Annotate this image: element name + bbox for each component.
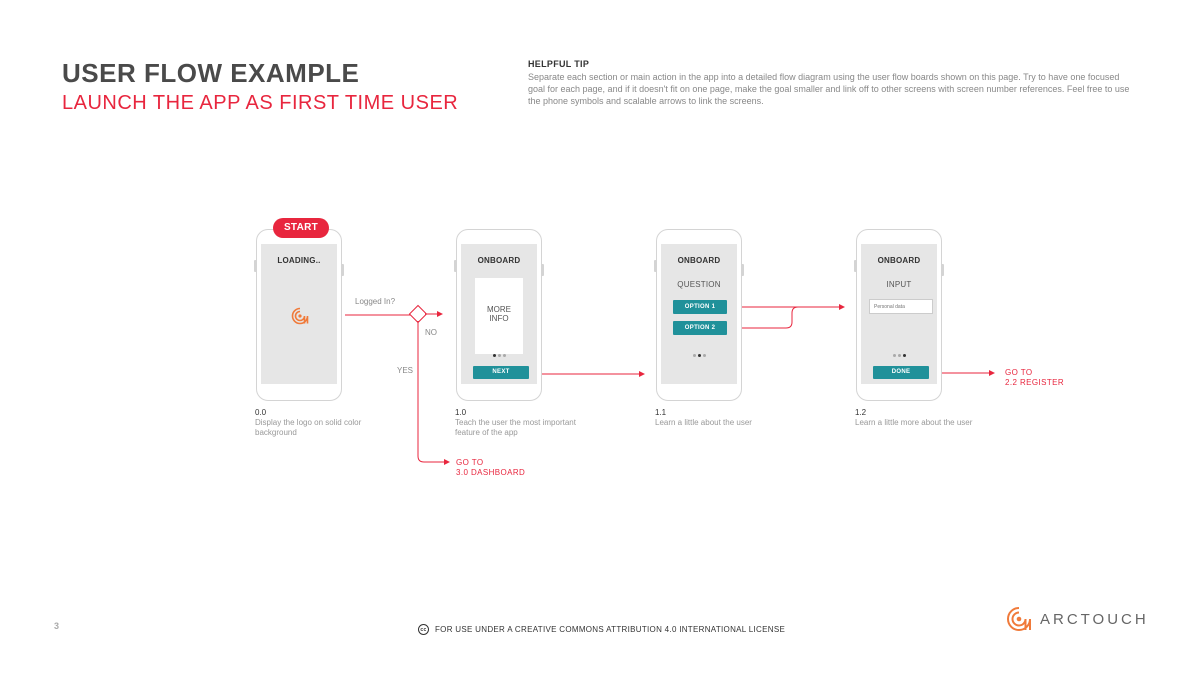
screen-number: 1.2 xyxy=(855,408,867,417)
connector-option-2 xyxy=(718,306,799,329)
decision-label: Logged In? xyxy=(355,297,396,306)
arctouch-logo-icon xyxy=(1007,607,1031,631)
no-label: NO xyxy=(425,328,437,337)
phone-display: LOADING.. xyxy=(261,244,337,384)
screen-caption: Display the logo on solid color backgrou… xyxy=(255,418,362,437)
phone-side-button xyxy=(454,260,457,272)
screen-subtitle: INPUT xyxy=(886,280,912,289)
page-number: 3 xyxy=(54,621,60,631)
next-button[interactable]: NEXT xyxy=(473,366,529,379)
option-1-button[interactable]: OPTION 1 xyxy=(673,300,727,314)
page-dots xyxy=(861,354,937,357)
goto-line: GO TO xyxy=(456,458,484,467)
page-subtitle: LAUNCH THE APP AS FIRST TIME USER xyxy=(62,92,459,114)
phone-screen-1-0: ONBOARD MORE INFO NEXT xyxy=(454,229,544,401)
info-card-line: MORE xyxy=(487,305,511,314)
phone-side-button xyxy=(654,260,657,272)
screen-number: 0.0 xyxy=(255,408,267,417)
tip-body: Separate each section or main action in … xyxy=(528,72,1130,106)
screen-title: LOADING.. xyxy=(277,256,321,265)
phone-side-button xyxy=(941,264,944,276)
phone-side-button xyxy=(254,260,257,272)
arctouch-logo-icon xyxy=(291,307,309,325)
phone-side-button xyxy=(741,264,744,276)
brand-logo: ARCTOUCH xyxy=(1006,606,1149,632)
phone-display: ONBOARD MORE INFO NEXT xyxy=(461,244,537,384)
connector-yes xyxy=(417,321,450,465)
screen-caption: Teach the user the most important featur… xyxy=(455,418,576,437)
phone-screen-1-2: ONBOARD INPUT DONE xyxy=(854,229,944,401)
screen-title: ONBOARD xyxy=(677,256,721,265)
screen-number: 1.1 xyxy=(655,408,667,417)
page-dots xyxy=(661,354,737,357)
goto-target: 3.0 DASHBOARD xyxy=(456,468,526,477)
phone-side-button xyxy=(541,264,544,276)
phone-side-button xyxy=(854,260,857,272)
screen-subtitle: QUESTION xyxy=(677,280,721,289)
yes-label: YES xyxy=(397,366,414,375)
creative-commons-icon: cc xyxy=(418,624,429,635)
license-notice: cc FOR USE UNDER A CREATIVE COMMONS ATTR… xyxy=(418,624,785,635)
screen-number: 1.0 xyxy=(455,408,467,417)
tip-heading: HELPFUL TIP xyxy=(528,59,590,69)
page-dots xyxy=(461,354,537,357)
info-card: MORE INFO xyxy=(475,278,523,354)
screen-title: ONBOARD xyxy=(877,256,921,265)
page-title: USER FLOW EXAMPLE xyxy=(62,58,360,88)
screen-title: ONBOARD xyxy=(477,256,521,265)
brand-name: ARCTOUCH xyxy=(1040,610,1149,628)
license-text: FOR USE UNDER A CREATIVE COMMONS ATTRIBU… xyxy=(435,625,786,634)
goto-line: GO TO xyxy=(1005,368,1033,377)
phone-side-button xyxy=(341,264,344,276)
personal-data-input[interactable] xyxy=(869,299,933,314)
screen-caption: Learn a little more about the user xyxy=(855,418,973,427)
screen-caption: Learn a little about the user xyxy=(655,418,752,427)
phone-display: ONBOARD INPUT DONE xyxy=(861,244,937,384)
phone-screen-1-1: ONBOARD QUESTION OPTION 1 OPTION 2 xyxy=(654,229,744,401)
done-button[interactable]: DONE xyxy=(873,366,929,379)
decision-diamond xyxy=(408,304,428,324)
goto-dashboard[interactable]: GO TO 3.0 DASHBOARD xyxy=(456,458,525,478)
goto-register[interactable]: GO TO 2.2 REGISTER xyxy=(1005,368,1064,388)
phone-screen-0-0: LOADING.. xyxy=(254,229,344,401)
goto-target: 2.2 REGISTER xyxy=(1005,378,1065,387)
option-2-button[interactable]: OPTION 2 xyxy=(673,321,727,335)
start-badge: START xyxy=(273,218,329,238)
info-card-line: INFO xyxy=(489,314,509,323)
phone-display: ONBOARD QUESTION OPTION 1 OPTION 2 xyxy=(661,244,737,384)
